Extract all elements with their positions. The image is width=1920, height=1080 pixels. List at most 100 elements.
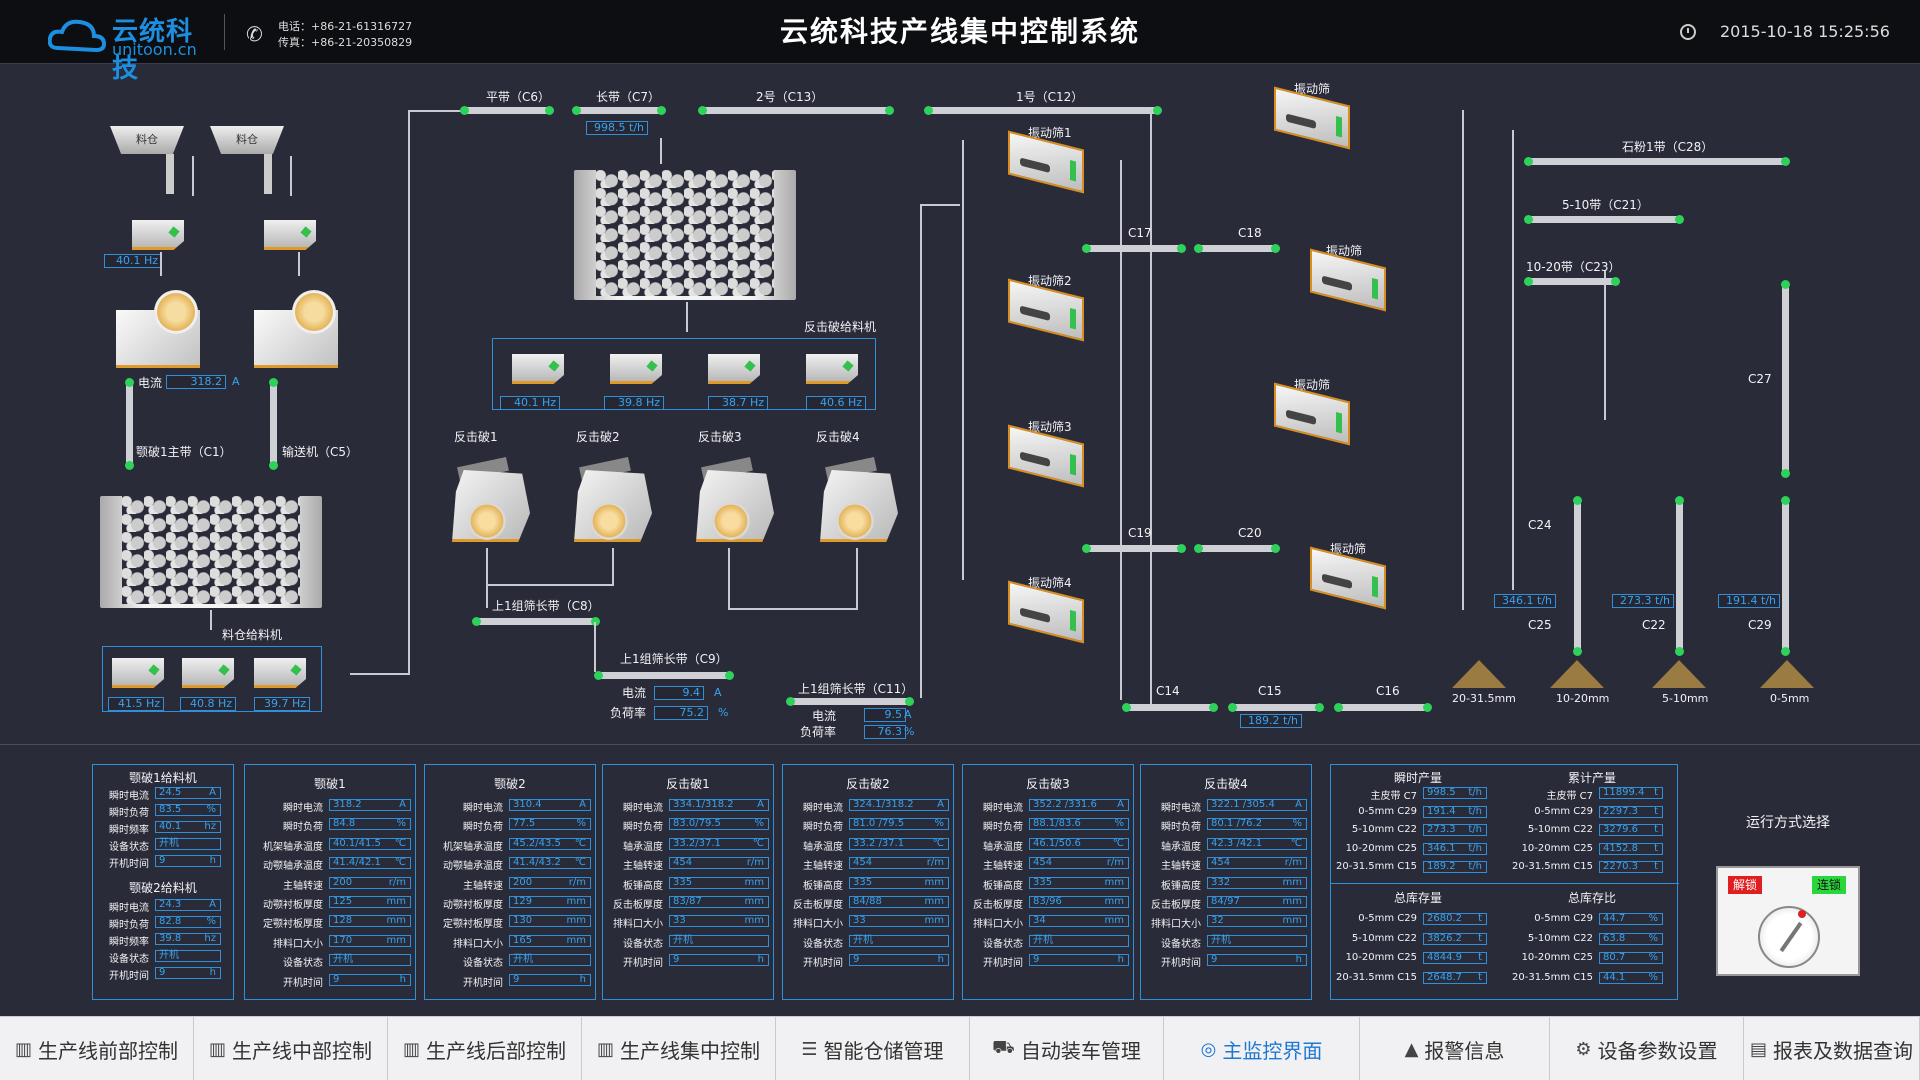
impact-feeder-1[interactable] (512, 354, 564, 384)
nav-item[interactable]: ◎主监控界面 (1164, 1017, 1360, 1080)
vibrating-screen-b[interactable] (1310, 248, 1386, 312)
impact-crusher-1[interactable] (448, 452, 530, 544)
vibrating-screen-2[interactable] (1008, 278, 1084, 342)
param-unit: t (1654, 805, 1658, 817)
belt-c17[interactable] (1082, 244, 1186, 253)
nav-item[interactable]: ⚙设备参数设置 (1550, 1017, 1744, 1080)
c11-current-value: 9.5 (864, 708, 906, 722)
nav-item[interactable]: ▥生产线后部控制 (388, 1017, 582, 1080)
param-unit: mm (924, 915, 944, 927)
vibrating-screen-d[interactable] (1310, 546, 1386, 610)
jaw-feeder-1-hz: 40.1 Hz (104, 254, 162, 268)
jaw-feeder-1[interactable] (132, 220, 184, 250)
param-unit: ℃ (574, 837, 586, 849)
param-value: 44.1% (1599, 971, 1663, 984)
belt-c6[interactable] (460, 106, 554, 115)
belt-c14[interactable] (1122, 703, 1218, 712)
bar-chart-icon: ▥ (14, 1038, 32, 1060)
belt-c15[interactable] (1228, 703, 1324, 712)
param-value: 81.0 /79.5% (849, 818, 949, 831)
nav-item[interactable]: ▥生产线前部控制 (0, 1017, 194, 1080)
param-label: 动颚衬板厚度 (443, 900, 503, 911)
stockpile-10-20[interactable] (1550, 660, 1604, 688)
jaw-crusher-2[interactable] (254, 290, 338, 370)
nav-item[interactable]: ▥生产线集中控制 (582, 1017, 776, 1080)
param-value: 84.8% (329, 818, 411, 831)
stockpile-5-10[interactable] (1652, 660, 1706, 688)
param-value: 33.2 /37.1℃ (849, 837, 949, 850)
section-divider (0, 744, 1920, 745)
belt-c18[interactable] (1194, 244, 1280, 253)
belt-c7[interactable] (572, 106, 666, 115)
belt-c9[interactable] (594, 671, 734, 680)
param-value: 41.4/42.1℃ (329, 857, 411, 870)
belt-c20[interactable] (1194, 544, 1280, 553)
vibrating-screen-4[interactable] (1008, 580, 1084, 644)
hopper-1[interactable]: 料仓 (110, 126, 184, 154)
param-value: 77.5% (509, 818, 591, 831)
impact-feeder-3[interactable] (708, 354, 760, 384)
param-value: 63.8% (1599, 932, 1663, 945)
belt-c23[interactable] (1524, 277, 1620, 286)
impact-crusher-2[interactable] (570, 452, 652, 544)
hopper-2[interactable]: 料仓 (210, 126, 284, 154)
belt-c16[interactable] (1334, 703, 1432, 712)
vibrating-screen-1[interactable] (1008, 130, 1084, 194)
vibrating-screen-a[interactable] (1274, 86, 1350, 150)
nav-item[interactable]: ▥生产线中部控制 (194, 1017, 388, 1080)
silo-feeder-3[interactable] (254, 658, 306, 688)
param-unit: h (209, 967, 216, 978)
impact-feeder-2[interactable] (610, 354, 662, 384)
belt-c11-label: 上1组筛长带（C11） (798, 682, 914, 696)
vibrating-screen-c[interactable] (1274, 382, 1350, 446)
belt-c27[interactable] (1781, 280, 1790, 478)
param-unit: t/h (1468, 805, 1482, 817)
param-label: 主轴转速 (463, 880, 503, 892)
belt-c22[interactable] (1675, 496, 1684, 656)
impact-feeder-4[interactable] (806, 354, 858, 384)
belt-c29[interactable] (1781, 496, 1790, 656)
stockpile-0-5[interactable] (1760, 660, 1814, 688)
belt-c19[interactable] (1082, 544, 1186, 553)
silo-feeder-2[interactable] (182, 658, 234, 688)
nav-item[interactable]: ⛟自动装车管理 (970, 1017, 1164, 1080)
vibrating-screen-3[interactable] (1008, 424, 1084, 488)
intermediate-silo[interactable] (574, 170, 796, 300)
interlock-button[interactable]: 连锁 (1812, 876, 1846, 894)
nav-item[interactable]: ▲报警信息 (1360, 1017, 1550, 1080)
belt-c21[interactable] (1524, 215, 1684, 224)
jaw-feeder-2[interactable] (264, 220, 316, 250)
impact-crusher-3[interactable] (692, 452, 774, 544)
belt-c1[interactable] (125, 378, 134, 470)
silo-feeder-1[interactable] (112, 658, 164, 688)
nav-item[interactable]: ▤报表及数据查询 (1744, 1017, 1920, 1080)
param-unit: h (579, 973, 586, 985)
unlock-button[interactable]: 解锁 (1728, 876, 1762, 894)
jaw-crusher-1[interactable] (116, 290, 200, 370)
belt-c25[interactable] (1573, 496, 1582, 656)
belt-c11[interactable] (786, 697, 914, 706)
flow-line (486, 584, 614, 586)
belt-c28[interactable] (1524, 157, 1790, 166)
raw-silo[interactable] (100, 496, 322, 608)
belt-c8[interactable] (472, 617, 600, 626)
param-label: 瞬时电流 (109, 791, 149, 802)
param-unit: r/m (746, 857, 764, 869)
belt-c12[interactable] (924, 106, 1162, 115)
flow-line (594, 622, 596, 672)
nav-item-label: 生产线中部控制 (232, 1038, 372, 1063)
belt-c13[interactable] (698, 106, 894, 115)
param-unit: t (1654, 824, 1658, 835)
param-unit: % (1292, 818, 1302, 830)
impact-crusher-4[interactable] (816, 452, 898, 544)
stockpile-20-31[interactable] (1452, 660, 1506, 688)
param-value: 开机 (509, 954, 591, 967)
mode-knob[interactable] (1758, 906, 1820, 968)
belt-c5[interactable] (269, 378, 278, 470)
nav-item[interactable]: ☰智能仓储管理 (776, 1017, 970, 1080)
